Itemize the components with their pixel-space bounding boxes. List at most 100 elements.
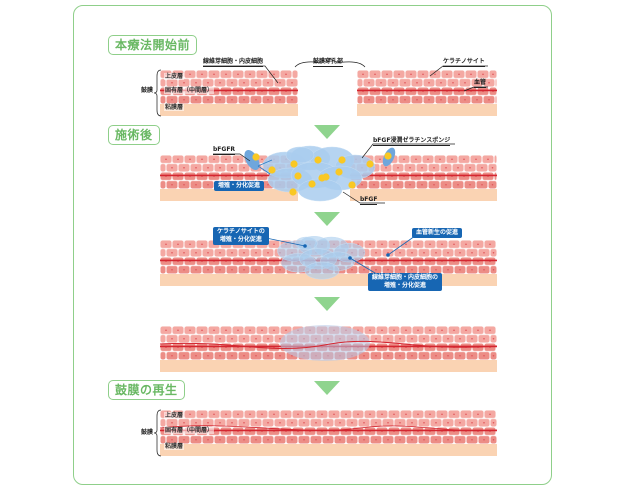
cell-nucleus [423, 438, 425, 441]
cell-nucleus [369, 243, 371, 246]
cell-nucleus [327, 438, 329, 441]
cell-nucleus [195, 251, 197, 254]
signal-arrow-icon [257, 159, 273, 175]
cell-nucleus [481, 183, 483, 186]
cell-nucleus [375, 337, 377, 340]
callout-keratinocyte-proliferation: ケラチノサイトの 増殖・分化促進 [213, 227, 269, 245]
cell-nucleus [177, 329, 179, 332]
cell-nucleus [405, 329, 407, 332]
cell-nucleus [297, 413, 299, 416]
mucosa-layer [160, 360, 497, 372]
cell-nucleus [279, 354, 281, 357]
arrow-down-icon [314, 381, 340, 395]
mucosa-layer [160, 189, 298, 201]
cell-nucleus [411, 337, 413, 340]
cell-nucleus [416, 98, 418, 101]
cell-nucleus [404, 81, 406, 84]
cell-nucleus [243, 166, 245, 169]
cell-nucleus [195, 81, 197, 84]
cell-nucleus [399, 421, 401, 424]
cell-nucleus [183, 251, 185, 254]
cell-nucleus [471, 438, 473, 441]
cell-nucleus [303, 438, 305, 441]
cell-nucleus [243, 81, 245, 84]
cell-nucleus [219, 81, 221, 84]
cell-nucleus [399, 251, 401, 254]
cell-nucleus [379, 158, 381, 161]
cell [160, 180, 166, 189]
cell-nucleus [267, 354, 269, 357]
cell-nucleus [427, 158, 429, 161]
cell [292, 70, 298, 79]
bfgf-molecule [268, 166, 276, 174]
cell-nucleus [279, 268, 281, 271]
cell-nucleus [446, 73, 448, 76]
cell-nucleus [171, 438, 173, 441]
arrow-down-icon [314, 125, 340, 139]
cell-nucleus [213, 413, 215, 416]
mucosa-layer [357, 104, 497, 116]
cell-nucleus [375, 251, 377, 254]
cell-nucleus [492, 337, 495, 340]
cell-nucleus [422, 73, 424, 76]
cell-nucleus [351, 421, 353, 424]
cell-nucleus [459, 337, 461, 340]
cell-nucleus [243, 251, 245, 254]
label-epidermis: 上皮層 [164, 73, 185, 80]
cell-nucleus [471, 251, 473, 254]
cell-nucleus [207, 354, 209, 357]
cell-nucleus [491, 183, 494, 186]
cell-nucleus [183, 98, 185, 101]
cell-nucleus [177, 158, 179, 161]
cell-nucleus [171, 354, 173, 357]
cell-nucleus [387, 438, 389, 441]
cell-nucleus [380, 81, 382, 84]
cell-nucleus [273, 243, 275, 246]
cell-nucleus [303, 421, 305, 424]
cell-nucleus [433, 166, 435, 169]
cell-nucleus [177, 243, 179, 246]
bfgf-molecule [289, 188, 297, 196]
cell-nucleus [492, 73, 494, 76]
cell-nucleus [231, 421, 233, 424]
cell-nucleus [351, 268, 353, 271]
cell-nucleus [411, 268, 413, 271]
cell-nucleus [458, 73, 460, 76]
cell-nucleus [171, 268, 173, 271]
cell-nucleus [195, 166, 197, 169]
cell-nucleus [225, 73, 227, 76]
callout-line-2: 増殖・分化促進 [384, 282, 427, 289]
cell [160, 95, 166, 104]
cell-nucleus [243, 268, 245, 271]
remaining-sponge [280, 325, 370, 361]
cell-nucleus [459, 421, 461, 424]
cell-nucleus [255, 81, 257, 84]
cell-nucleus [213, 329, 215, 332]
cell-nucleus [361, 183, 363, 186]
cell-nucleus [333, 413, 335, 416]
step-title-before-treatment: 本療法開始前 [108, 35, 198, 55]
cell-nucleus [219, 251, 221, 254]
cell-nucleus [213, 158, 215, 161]
new-blood-vessel [159, 340, 498, 350]
cell-nucleus [183, 166, 185, 169]
cell-nucleus [231, 438, 233, 441]
cell-nucleus [255, 268, 257, 271]
cell-nucleus [387, 268, 389, 271]
cell [495, 95, 497, 104]
cell-nucleus [492, 268, 495, 271]
cell [160, 265, 166, 274]
cell-nucleus [201, 243, 203, 246]
cell-nucleus [417, 413, 419, 416]
cell-nucleus [435, 251, 437, 254]
callout-line [265, 237, 306, 247]
bfgf-molecule [366, 160, 374, 168]
cell-nucleus [471, 421, 473, 424]
cell-nucleus [423, 268, 425, 271]
cell-nucleus [381, 329, 383, 332]
cell-nucleus [457, 183, 459, 186]
cell-nucleus [453, 329, 455, 332]
cell-nucleus [374, 73, 376, 76]
cell-nucleus [165, 329, 167, 332]
